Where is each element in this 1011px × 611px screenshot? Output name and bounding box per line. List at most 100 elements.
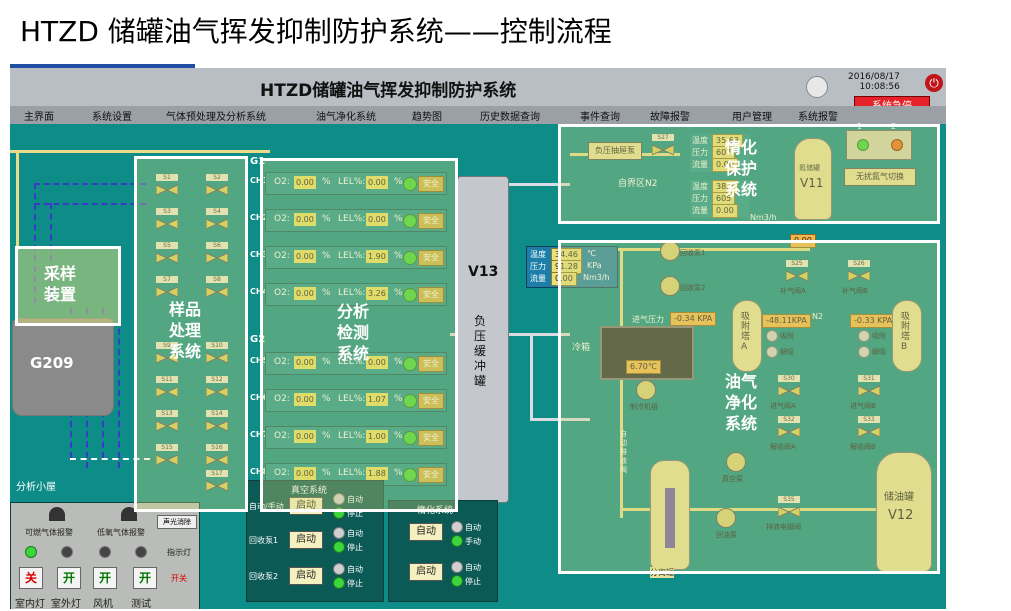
valve-label: S2 xyxy=(206,174,228,181)
valve-s2[interactable]: S2 xyxy=(205,174,229,198)
pump2-start-button[interactable]: 启动 xyxy=(289,567,323,585)
auto-drain-label: 自动排液阀 xyxy=(620,430,627,474)
valve-s15[interactable]: S15 xyxy=(155,444,179,468)
lel-label: LEL%: xyxy=(338,468,366,478)
status-light xyxy=(403,288,417,302)
lel-value: 1.07 xyxy=(366,393,388,406)
drain-valve-label: 排液电磁阀 xyxy=(766,523,801,531)
pressure-a-value: -48.11KPA xyxy=(762,314,811,328)
vacuum-title: 真空系统 xyxy=(291,486,328,496)
mute-button[interactable]: 声光消除 xyxy=(157,515,197,529)
inert-flow-2: 0.00 xyxy=(712,204,738,218)
test-switch[interactable]: 开 xyxy=(133,567,157,589)
vacuum-control-panel: 真空系统 自动/手动 启动 自动 停止 回收泵1 启动 自动 停止 回收泵2 启… xyxy=(246,480,384,602)
fan-switch[interactable]: 开 xyxy=(93,567,117,589)
pump1-stop-light xyxy=(333,541,345,553)
channel-label: CH7 xyxy=(250,430,269,439)
press-label: 压力 xyxy=(692,148,708,157)
menu-item-gas-analysis[interactable]: 气体预处理及分析系统 xyxy=(166,112,266,123)
inert-manual-label: 手动 xyxy=(465,537,481,546)
self-zone-n2: 自界区N2 xyxy=(618,179,658,189)
valve-s13[interactable]: S13 xyxy=(155,410,179,434)
valve-s6[interactable]: S6 xyxy=(205,242,229,266)
menu-item-settings[interactable]: 系统设置 xyxy=(92,112,132,123)
temp-label: 温度 xyxy=(692,182,708,191)
lel-label: LEL%: xyxy=(338,214,366,224)
outdoor-light-switch[interactable]: 开 xyxy=(57,567,81,589)
valve-s12[interactable]: S12 xyxy=(205,376,229,400)
menu-item-faults[interactable]: 故障报警 xyxy=(650,112,690,123)
pct-label: % xyxy=(322,468,331,478)
chiller[interactable] xyxy=(636,380,656,400)
menu-item-home[interactable]: 主界面 xyxy=(24,112,54,123)
menu-item-users[interactable]: 用户管理 xyxy=(732,112,772,123)
pipe xyxy=(450,333,570,336)
temp-label: 温度 xyxy=(692,136,708,145)
negative-pressure-pump[interactable]: 负压抽屉泵 xyxy=(588,142,642,160)
pump1-auto-light xyxy=(333,527,345,539)
power-icon[interactable]: ⏻ xyxy=(925,74,943,92)
valve-label: S16 xyxy=(206,444,228,451)
valve-s8[interactable]: S8 xyxy=(205,276,229,300)
channel-label: CH2 xyxy=(250,213,269,222)
group-label-g2: G2 xyxy=(250,334,266,345)
status-light xyxy=(403,431,417,445)
o2-label: O2: xyxy=(274,394,290,404)
date-text: 2016/08/17 xyxy=(848,72,900,82)
indoor-light-switch[interactable]: 关 xyxy=(19,567,43,589)
pct-label: % xyxy=(322,214,331,224)
press-unit: KPa xyxy=(587,261,602,270)
inert-auto-start-button[interactable]: 自动 xyxy=(409,523,443,541)
recovery-pump-2[interactable] xyxy=(660,276,680,296)
supply-valve-a: 补气阀A xyxy=(780,287,806,295)
analysis-row-4: O2: 0.00 % LEL%: 3.26 % 安全 xyxy=(265,283,447,306)
valve-label: S15 xyxy=(156,444,178,451)
pct-label: % xyxy=(394,468,403,478)
n2-switch-button[interactable]: 无扰氮气切换 xyxy=(844,168,916,186)
pct-label: % xyxy=(322,177,331,187)
group-label-g1: G1 xyxy=(250,156,266,167)
valve-label: S13 xyxy=(156,410,178,417)
channel-label: CH8 xyxy=(250,467,269,476)
switch-1-light[interactable] xyxy=(857,139,869,151)
vacuum-auto-label: 自动 xyxy=(347,495,363,504)
valve-s31[interactable]: S31 xyxy=(857,375,881,399)
safe-status: 安全 xyxy=(418,287,444,303)
valve-label: S31 xyxy=(858,375,880,382)
valve-s25[interactable]: S25 xyxy=(785,260,809,284)
menu-item-events[interactable]: 事件查询 xyxy=(580,112,620,123)
inert-stop-light xyxy=(451,575,463,587)
valve-s4[interactable]: S4 xyxy=(205,208,229,232)
return-pump[interactable] xyxy=(716,508,736,528)
channel-label: CH3 xyxy=(250,250,269,259)
valve-s33[interactable]: S33 xyxy=(857,416,881,440)
lel-value: 0.00 xyxy=(366,176,388,189)
o2-label: O2: xyxy=(274,214,290,224)
indicator-light-4 xyxy=(135,546,147,558)
menu-item-alarm[interactable]: 系统报警 xyxy=(798,112,838,123)
inert-start-button[interactable]: 启动 xyxy=(409,563,443,581)
menu-item-trend[interactable]: 趋势图 xyxy=(412,112,442,123)
valve-s16[interactable]: S16 xyxy=(205,444,229,468)
valve-label: S8 xyxy=(206,276,228,283)
valve-s27[interactable]: S27 xyxy=(651,134,675,158)
switch-2-light[interactable] xyxy=(891,139,903,151)
vacuum-pump[interactable] xyxy=(726,452,746,472)
valve-s26[interactable]: S26 xyxy=(847,260,871,284)
valve-s10[interactable]: S10 xyxy=(205,342,229,366)
flammable-alarm-label: 可燃气体报警 xyxy=(25,528,73,537)
flow-label: 流量 xyxy=(692,206,708,215)
valve-label: S26 xyxy=(848,260,870,267)
menu-item-purification[interactable]: 油气净化系统 xyxy=(316,112,376,123)
lel-label: LEL%: xyxy=(338,357,366,367)
sample-line xyxy=(70,458,150,460)
inert-start-label: 自动 xyxy=(465,563,481,572)
valve-s11[interactable]: S11 xyxy=(155,376,179,400)
switches-label: 开关 xyxy=(171,574,187,583)
overlay-sample-processing: 样品处理系统 xyxy=(134,156,248,512)
valve-s32[interactable]: S32 xyxy=(777,416,801,440)
valve-s7[interactable]: S7 xyxy=(155,276,179,300)
pump1-start-button[interactable]: 启动 xyxy=(289,531,323,549)
menu-item-history[interactable]: 历史数据查询 xyxy=(480,112,540,123)
pct-label: % xyxy=(394,214,403,224)
